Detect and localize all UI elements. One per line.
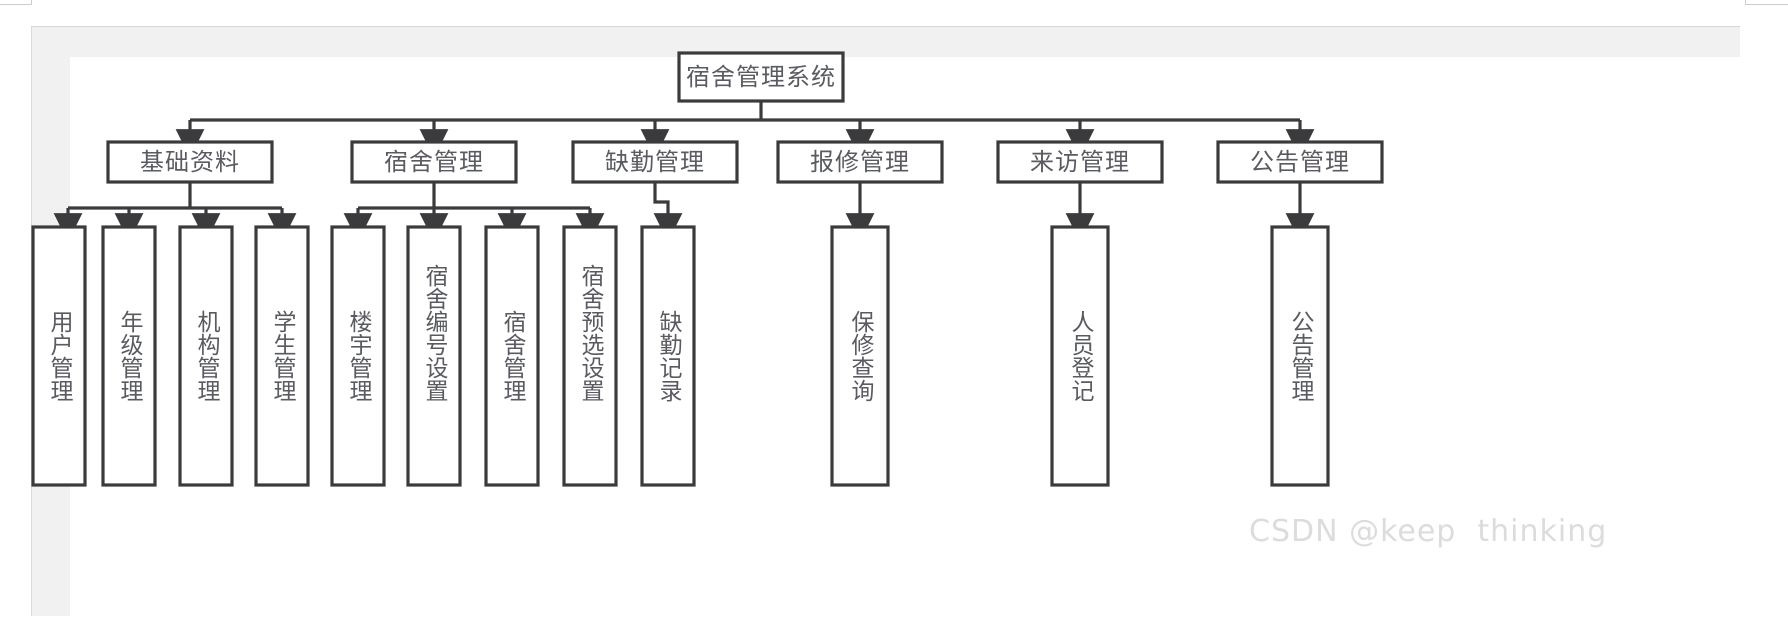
node-root-label: 宿舍管理系统 (686, 63, 836, 91)
csdn-watermark: CSDN @keep thinking (1249, 514, 1608, 549)
leaf-0-box (31, 225, 87, 487)
leaf-1[interactable]: 年级管理 (101, 225, 157, 487)
leaf-11-box (1270, 225, 1330, 487)
node-l2-5-label: 公告管理 (1250, 148, 1350, 176)
leaf-0[interactable]: 用户管理 (31, 225, 87, 487)
document-fragment-top-right (1745, 0, 1788, 5)
node-l2-0[interactable]: 基础资料 (106, 140, 274, 184)
leaf-3[interactable]: 学生管理 (254, 225, 310, 487)
document-fragment-top-left (0, 0, 32, 5)
node-l2-3-box (776, 140, 944, 184)
node-l2-3-label: 报修管理 (810, 148, 910, 176)
leaf-3-label: 学生管理 (269, 310, 297, 402)
node-l2-1-label: 宿舍管理 (384, 148, 484, 176)
node-l2-0-label: 基础资料 (140, 148, 240, 176)
leaf-0-label: 用户管理 (46, 310, 74, 402)
node-l2-5[interactable]: 公告管理 (1216, 140, 1384, 184)
leaf-5-box (406, 225, 462, 487)
node-l2-3[interactable]: 报修管理 (776, 140, 944, 184)
leaf-9-box (830, 225, 890, 487)
node-l2-4-label: 来访管理 (1030, 148, 1130, 176)
leaf-8[interactable]: 缺勤记录 (640, 225, 696, 487)
leaf-2[interactable]: 机构管理 (178, 225, 234, 487)
leaf-4[interactable]: 楼宇管理 (330, 225, 386, 487)
leaf-3-box (254, 225, 310, 487)
leaf-7[interactable]: 宿舍预选设置 (562, 225, 618, 487)
leaf-8-box (640, 225, 696, 487)
leaf-9-label: 保修查询 (847, 310, 875, 402)
leaf-1-box (101, 225, 157, 487)
leaf-4-label: 楼宇管理 (345, 310, 373, 402)
leaf-4-box (330, 225, 386, 487)
node-l2-0-box (106, 140, 274, 184)
node-l2-2[interactable]: 缺勤管理 (571, 140, 739, 184)
leaf-10-label: 人员登记 (1067, 310, 1095, 402)
leaf-7-label: 宿舍预选设置 (577, 264, 605, 402)
node-l2-2-box (571, 140, 739, 184)
leaf-6[interactable]: 宿舍管理 (484, 225, 540, 487)
leaf-10[interactable]: 人员登记 (1050, 225, 1110, 487)
node-l2-2-label: 缺勤管理 (605, 148, 705, 176)
leaf-7-box (562, 225, 618, 487)
leaf-5[interactable]: 宿舍编号设置 (406, 225, 462, 487)
node-root[interactable]: 宿舍管理系统 (677, 51, 845, 103)
link-to-leaf-8 (653, 182, 683, 242)
leaf-9[interactable]: 保修查询 (830, 225, 890, 487)
leaf-2-box (178, 225, 234, 487)
leaf-6-label: 宿舍管理 (499, 310, 527, 402)
leaf-1-label: 年级管理 (116, 310, 144, 402)
leaf-11-label: 公告管理 (1287, 310, 1315, 402)
leaf-2-label: 机构管理 (193, 310, 221, 402)
leaf-10-box (1050, 225, 1110, 487)
leaf-8-label: 缺勤记录 (655, 310, 683, 402)
node-l2-1-box (350, 140, 518, 184)
leaf-5-label: 宿舍编号设置 (421, 264, 449, 402)
leaf-6-box (484, 225, 540, 487)
node-l2-1[interactable]: 宿舍管理 (350, 140, 518, 184)
leaf-11[interactable]: 公告管理 (1270, 225, 1330, 487)
node-l2-4[interactable]: 来访管理 (996, 140, 1164, 184)
